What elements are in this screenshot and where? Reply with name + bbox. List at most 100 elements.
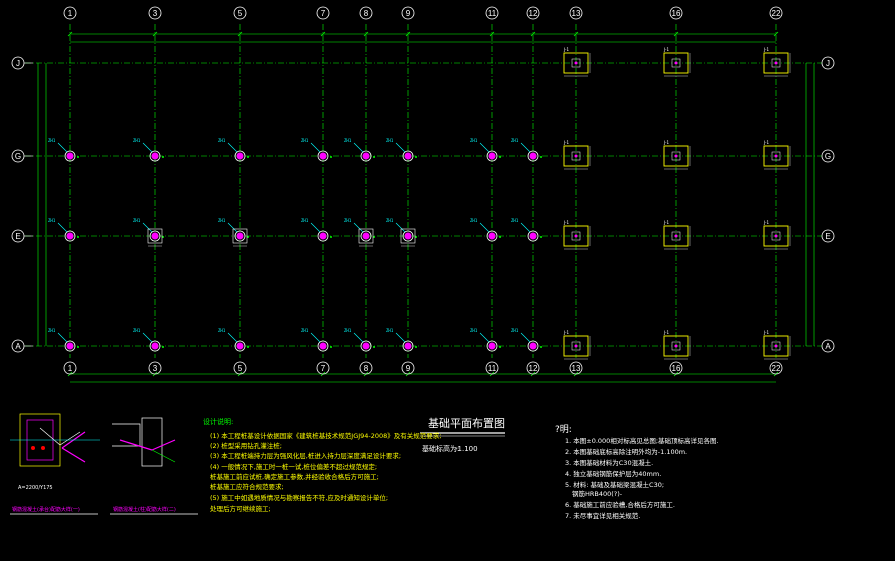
pile-cap [360, 230, 372, 242]
pile-cap [149, 230, 161, 242]
pile-marker [499, 346, 501, 348]
pile [488, 342, 496, 350]
axis-top-16-label: 16 [672, 9, 681, 18]
column-stub [771, 151, 781, 161]
pile-marker [415, 236, 417, 238]
general-notes: ?明: 1. 本图±0.000相对标高见总图;基础顶标高详见各图. 2. 本图基… [555, 424, 719, 520]
design-note-2: (2) 桩型采用钻孔灌注桩; [210, 441, 282, 450]
pile-tag: ZH1 [48, 138, 56, 143]
axis-bottom-11-label: 11 [488, 364, 497, 373]
pile-marker [330, 346, 332, 348]
pile-leader [353, 142, 364, 153]
scale-value: -1.100 [455, 445, 478, 453]
pile-tag: ZH1 [133, 328, 141, 333]
axis-top-11-bubble [485, 6, 499, 20]
detail-left: A=2200/Y175 钢筋混凝土(承台)配筋大样(一) [10, 413, 100, 515]
pile-leader [395, 332, 406, 343]
pile-marker [373, 156, 375, 158]
axis-top-8-bubble [359, 6, 373, 20]
axis-top-8-label: 8 [364, 9, 369, 18]
axis-bottom-11-bubble [485, 361, 499, 375]
pile [151, 152, 159, 160]
detail-right: 钢筋混凝土(柱)配筋大样(二) [110, 417, 198, 515]
column-stub [671, 231, 681, 241]
general-note-5: 5. 材料: 基础及基础梁混凝土C30; [565, 480, 664, 489]
pile-cap [234, 340, 246, 352]
pile-tag: ZH1 [218, 328, 226, 333]
footing-tag: J-1 [663, 220, 669, 225]
footing-center [774, 344, 778, 348]
axis-left-J-label: J [16, 59, 20, 68]
pile [151, 232, 159, 240]
pile-cap [64, 150, 76, 162]
footing-center [574, 61, 578, 65]
dimension-tick [405, 31, 411, 37]
axis-bottom-13-bubble [569, 361, 583, 375]
footing-tag: J-1 [763, 330, 769, 335]
axis-top-22-bubble [769, 6, 783, 20]
pile-cap-frame [147, 228, 163, 244]
dimension-tick [573, 31, 579, 37]
pile [66, 152, 74, 160]
pile-marker [499, 156, 501, 158]
general-note-6: 钢筋HRB400(?)- [572, 489, 623, 498]
pile-leader [479, 142, 490, 153]
pile [529, 232, 537, 240]
pile-cap [360, 340, 372, 352]
axis-top-7-label: 7 [321, 9, 326, 18]
pile [66, 232, 74, 240]
pile-tag: ZH1 [511, 328, 519, 333]
pile-leader [395, 222, 406, 233]
design-note-7: (5) 施工中如遇地质情况与勘察报告不符,应及时通知设计单位; [210, 493, 388, 502]
footing-tag: J-1 [563, 47, 569, 52]
footing-tag: J-1 [663, 140, 669, 145]
axis-top-3-label: 3 [153, 9, 158, 18]
pile-leader [227, 332, 238, 343]
pile [404, 342, 412, 350]
pile-cap [527, 150, 539, 162]
pile-marker [540, 236, 542, 238]
pile-cap [64, 230, 76, 242]
design-note-6: 桩基施工应符合规范要求; [210, 482, 284, 491]
column-stub [571, 58, 581, 68]
dimension-tick [773, 31, 779, 37]
pile-cap [527, 340, 539, 352]
pile-cap [486, 340, 498, 352]
pile-marker [330, 156, 332, 158]
footing-tag: J-1 [763, 220, 769, 225]
footing [663, 335, 689, 357]
footing [663, 52, 689, 74]
column-stub [571, 151, 581, 161]
footing [663, 225, 689, 247]
axis-bottom-12-label: 12 [529, 364, 538, 373]
pile-leader [520, 222, 531, 233]
detail-left-label: 钢筋混凝土(承台)配筋大样(一) [12, 506, 80, 513]
footing-center [574, 154, 578, 158]
footing-tag: J-1 [763, 47, 769, 52]
axis-right-G-label: G [825, 152, 831, 161]
general-note-3: 3. 本图基础材料为C30混凝土. [565, 458, 653, 467]
axis-top-1-bubble [63, 6, 77, 20]
dimension-tick [673, 31, 679, 37]
footing-center [774, 234, 778, 238]
axis-top-7-bubble [316, 6, 330, 20]
axis-top-5-label: 5 [238, 9, 243, 18]
design-note-4: (4) 一般情况下,施工时一桩一试,桩位偏差不超过规范规定; [210, 462, 377, 471]
axis-right-E-bubble [821, 229, 835, 243]
general-note-8: 7. 未尽事宜详见相关规范. [565, 511, 640, 520]
pile-cap [234, 150, 246, 162]
axis-right-G-bubble [821, 149, 835, 163]
pile-leader [395, 142, 406, 153]
pile [319, 232, 327, 240]
footing-center [574, 344, 578, 348]
column-stub [771, 58, 781, 68]
pile-tag: ZH1 [511, 138, 519, 143]
general-note-2: 2. 本图基础底标高除注明外均为-1.100m. [565, 447, 687, 456]
pile-leader [353, 222, 364, 233]
pile-leader [142, 332, 153, 343]
axis-bottom-3-label: 3 [153, 364, 158, 373]
pile [404, 232, 412, 240]
pile-tag: ZH1 [48, 328, 56, 333]
pile [362, 152, 370, 160]
